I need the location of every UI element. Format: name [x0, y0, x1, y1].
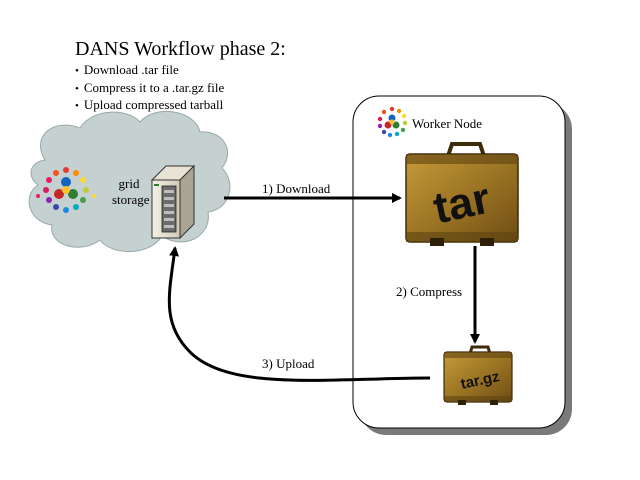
grid-storage-server-icon	[150, 164, 196, 240]
worker-node-logo-icon	[377, 106, 408, 138]
tar-suitcase-icon: tar	[405, 142, 519, 246]
bullet-compress: Compress it to a .tar.gz file	[75, 80, 224, 98]
grid-label-line1: grid	[118, 176, 140, 191]
bullet-download: Download .tar file	[75, 62, 224, 80]
slide-title: DANS Workflow phase 2:	[75, 38, 286, 60]
bullet-list: Download .tar file Compress it to a .tar…	[75, 62, 224, 115]
upload-step-label: 3) Upload	[262, 356, 315, 371]
bullet-upload: Upload compressed tarball	[75, 97, 224, 115]
grid-storage-label: grid storage	[112, 176, 150, 208]
grid-logo-icon	[36, 167, 96, 213]
compress-step-label: 2) Compress	[396, 284, 463, 299]
targz-suitcase-icon: tar.gz	[443, 345, 513, 405]
grid-label-line2: storage	[112, 192, 150, 207]
download-step-label: 1) Download	[262, 181, 331, 196]
upload-arrow	[167, 246, 431, 382]
tar-suitcase-label: tar	[429, 174, 494, 234]
worker-node-label: Worker Node	[412, 116, 483, 131]
